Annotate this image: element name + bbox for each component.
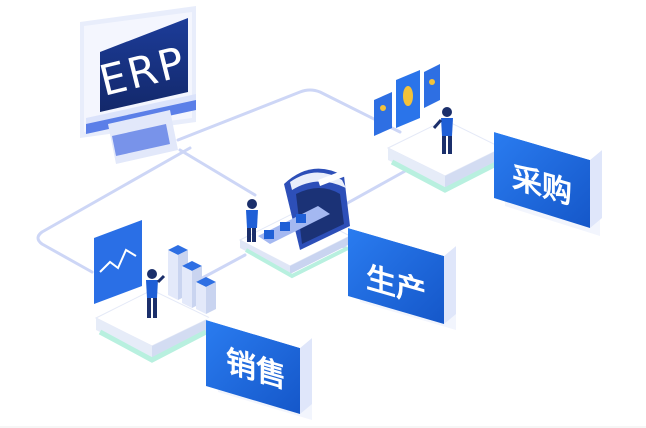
purchase-platform xyxy=(386,119,504,193)
line-loop-left xyxy=(36,146,192,274)
sales-chart-board xyxy=(94,194,142,304)
box-1 xyxy=(264,230,274,239)
box-3 xyxy=(296,214,306,223)
sales-bars xyxy=(168,245,216,314)
product-cards xyxy=(374,64,440,136)
erp-screen xyxy=(100,18,188,112)
sales-block: 销售 xyxy=(206,310,312,420)
person-sales xyxy=(146,269,166,318)
production-block: 生产 xyxy=(348,218,456,330)
person-production xyxy=(246,199,258,242)
line-erp-to-top xyxy=(176,88,402,142)
person-purchase xyxy=(432,107,453,154)
line-erp-to-conveyor xyxy=(178,148,257,197)
purchase-block: 采购 xyxy=(494,122,602,236)
erp-monitor: ERP xyxy=(80,6,196,164)
box-2 xyxy=(280,222,290,231)
conveyor-machine xyxy=(238,168,352,279)
